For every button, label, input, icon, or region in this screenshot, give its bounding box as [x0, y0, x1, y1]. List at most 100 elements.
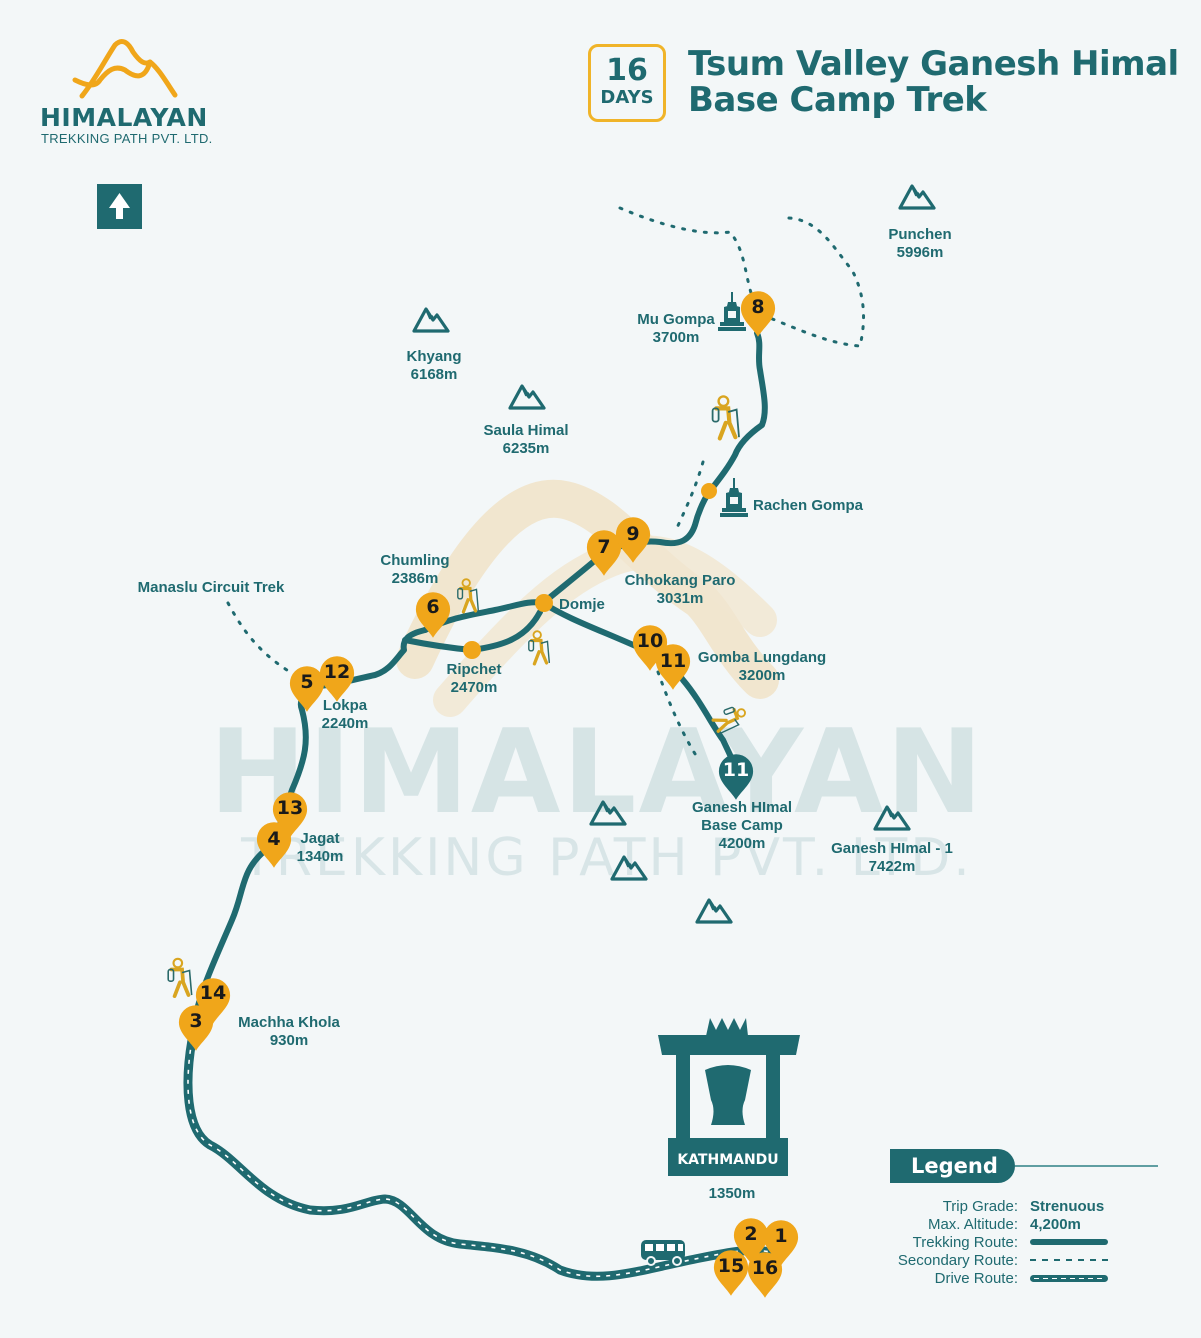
svg-text:6: 6 [426, 596, 439, 618]
place-altitude: 3700m [653, 329, 700, 346]
svg-text:11: 11 [660, 650, 686, 672]
svg-text:15: 15 [718, 1255, 744, 1277]
place-altitude: 3031m [657, 590, 704, 607]
days-label: DAYS [600, 87, 654, 108]
page-title: Tsum Valley Ganesh Himal Base Camp Trek [688, 46, 1179, 118]
day-pin[interactable]: 14 [195, 978, 231, 1024]
place-altitude: 930m [270, 1032, 308, 1049]
svg-text:5: 5 [300, 671, 313, 693]
day-pin[interactable]: 6 [415, 592, 451, 638]
drive-route [183, 1035, 775, 1281]
bus-icon [641, 1240, 685, 1266]
ripchet-waypoint [463, 641, 481, 659]
place-name: Domje [559, 596, 605, 613]
brand-logo-icon [72, 39, 178, 99]
day-pin[interactable]: 2 [733, 1218, 769, 1264]
north-arrow-icon [109, 193, 130, 219]
svg-text:8: 8 [751, 296, 764, 318]
peak-altitude: 5996m [897, 244, 944, 261]
place-name: Lokpa [323, 697, 368, 714]
legend-row-trip-grade: Trip Grade: Strenuous [942, 1197, 1105, 1215]
day-pin[interactable]: 11 [655, 644, 691, 690]
day-pin[interactable]: 9 [615, 517, 651, 563]
place-name: Mu Gompa [637, 311, 715, 328]
day-pin[interactable]: 4 [256, 822, 292, 868]
place-name: Manaslu Circuit Trek [138, 579, 285, 596]
svg-text:12: 12 [324, 661, 350, 683]
svg-text:1: 1 [774, 1225, 787, 1247]
day-pin[interactable]: 15 [713, 1250, 749, 1296]
legend-row-max-altitude: Max. Altitude: 4,200m [927, 1215, 1081, 1233]
peak-name: Ganesh HImal - 1 [831, 840, 953, 857]
place-name: Gomba Lungdang [698, 649, 826, 666]
days-number: 16 [606, 53, 648, 88]
secondary-routes [226, 206, 865, 759]
mountain-icon [695, 898, 733, 924]
drive-route-swatch [1030, 1274, 1108, 1282]
kathmandu-label: KATHMANDU [677, 1152, 778, 1168]
svg-text:7: 7 [597, 536, 610, 558]
legend-row-trekking-route: Trekking Route: [880, 1233, 1140, 1251]
north-arrow [97, 184, 142, 229]
legend-row-secondary-route: Secondary Route: [880, 1251, 1140, 1269]
svg-text:11: 11 [723, 759, 749, 781]
day-pin[interactable]: 7 [586, 530, 622, 576]
trekking-route-swatch [1030, 1239, 1108, 1245]
hiker-icon [168, 959, 191, 996]
legend-title: Legend [890, 1149, 1015, 1183]
legend-divider [1015, 1165, 1158, 1167]
place-name: Chhokang Paro [625, 572, 736, 589]
kathmandu-altitude: 1350m [709, 1185, 756, 1202]
peak-altitude: 7422m [869, 858, 916, 875]
svg-text:3: 3 [189, 1010, 202, 1032]
svg-text:4: 4 [267, 828, 280, 850]
peak-name: Saula Himal [483, 422, 568, 439]
place-altitude: 3200m [739, 667, 786, 684]
place-name: Rachen Gompa [753, 497, 864, 514]
day-pin[interactable]: 8 [740, 291, 776, 337]
mountain-icon [412, 307, 450, 333]
svg-text:13: 13 [277, 797, 303, 819]
day-pin[interactable]: 3 [178, 1005, 214, 1051]
duration-badge: 16 DAYS [588, 44, 666, 122]
title-line-2: Base Camp Trek [688, 80, 987, 120]
secondary-route-swatch [1030, 1259, 1108, 1261]
place-altitude: 2386m [392, 570, 439, 587]
domje-waypoint [535, 594, 553, 612]
mountain-icon [508, 384, 546, 410]
rachen-waypoint [701, 483, 717, 499]
place-name: Chumling [380, 552, 449, 569]
legend: Trip Grade: Strenuous Max. Altitude: 4,2… [880, 1197, 1140, 1287]
brand-subtitle: TREKKING PATH PVT. LTD. [41, 131, 213, 146]
peak-name: Khyang [406, 348, 461, 365]
peak-altitude: 6235m [503, 440, 550, 457]
svg-text:10: 10 [637, 630, 663, 652]
place-name: Ripchet [446, 661, 501, 678]
base-camp-pin[interactable]: 11 [718, 754, 754, 800]
place-altitude: 2240m [322, 715, 369, 732]
place-altitude: 2470m [451, 679, 498, 696]
peak-name: Punchen [888, 226, 951, 243]
day-pin[interactable]: 13 [272, 792, 308, 838]
day-pin[interactable]: 1 [763, 1220, 799, 1266]
peak-altitude: 6168m [411, 366, 458, 383]
watermark-subtitle: TREKKING PATH PVT. LTD. [240, 828, 973, 888]
place-altitude: 1340m [297, 848, 344, 865]
title-line-1: Tsum Valley Ganesh Himal [688, 44, 1179, 84]
day-pin[interactable]: 5 [289, 666, 325, 712]
place-name: Base Camp [701, 817, 783, 834]
stupa-icon [720, 478, 748, 517]
place-name: Machha Khola [238, 1014, 340, 1031]
day-pin[interactable]: 10 [632, 625, 668, 671]
brand-name: HIMALAYAN [40, 103, 208, 132]
place-name: Jagat [300, 830, 339, 847]
svg-text:16: 16 [752, 1257, 778, 1279]
day-pin[interactable]: 12 [319, 656, 355, 702]
legend-row-drive-route: Drive Route: [880, 1269, 1140, 1287]
kathmandu-gate-icon [658, 1018, 800, 1176]
svg-text:14: 14 [200, 982, 226, 1004]
day-pin[interactable]: 16 [747, 1252, 783, 1298]
place-altitude: 4200m [719, 835, 766, 852]
place-name: Ganesh HImal [692, 799, 792, 816]
